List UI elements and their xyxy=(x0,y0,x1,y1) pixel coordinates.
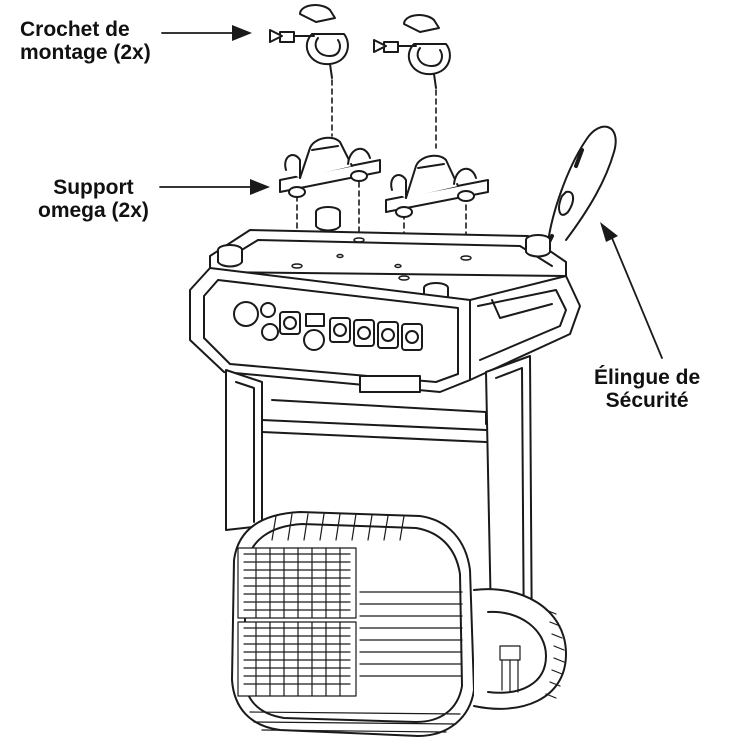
label-mounting-clamp: Crochet de montage (2x) xyxy=(20,18,151,64)
connector-panel xyxy=(233,301,423,351)
label-safety-cable: Élingue de Sécurité xyxy=(594,366,700,412)
top-vents xyxy=(271,513,405,541)
barrel-ribs xyxy=(499,609,565,699)
label-omega-bracket-line2: omega (2x) xyxy=(38,199,149,222)
label-omega-bracket: Support omega (2x) xyxy=(38,176,149,222)
front-grill xyxy=(237,547,357,697)
fixture-base xyxy=(189,206,581,393)
plate-holes xyxy=(291,237,472,281)
side-vents xyxy=(359,591,463,677)
callout-arrow-mounting-clamp xyxy=(161,25,252,41)
omega-bracket-left xyxy=(279,136,381,198)
label-mounting-clamp-line2: montage (2x) xyxy=(20,41,151,64)
bottom-vents xyxy=(249,711,461,733)
moving-head xyxy=(231,511,567,737)
label-safety-cable-line1: Élingue de xyxy=(594,366,701,389)
safety-cable xyxy=(544,125,617,250)
label-safety-cable-line2: Sécurité xyxy=(605,389,689,412)
mounting-clamp-left xyxy=(269,4,349,79)
label-omega-bracket-line1: Support xyxy=(53,176,134,199)
callout-arrow-omega-bracket xyxy=(159,179,270,195)
callout-arrow-safety-cable xyxy=(600,222,663,359)
omega-bracket-right xyxy=(385,154,489,218)
label-mounting-clamp-line1: Crochet de xyxy=(20,18,130,41)
mounting-clamp-right xyxy=(373,14,451,89)
